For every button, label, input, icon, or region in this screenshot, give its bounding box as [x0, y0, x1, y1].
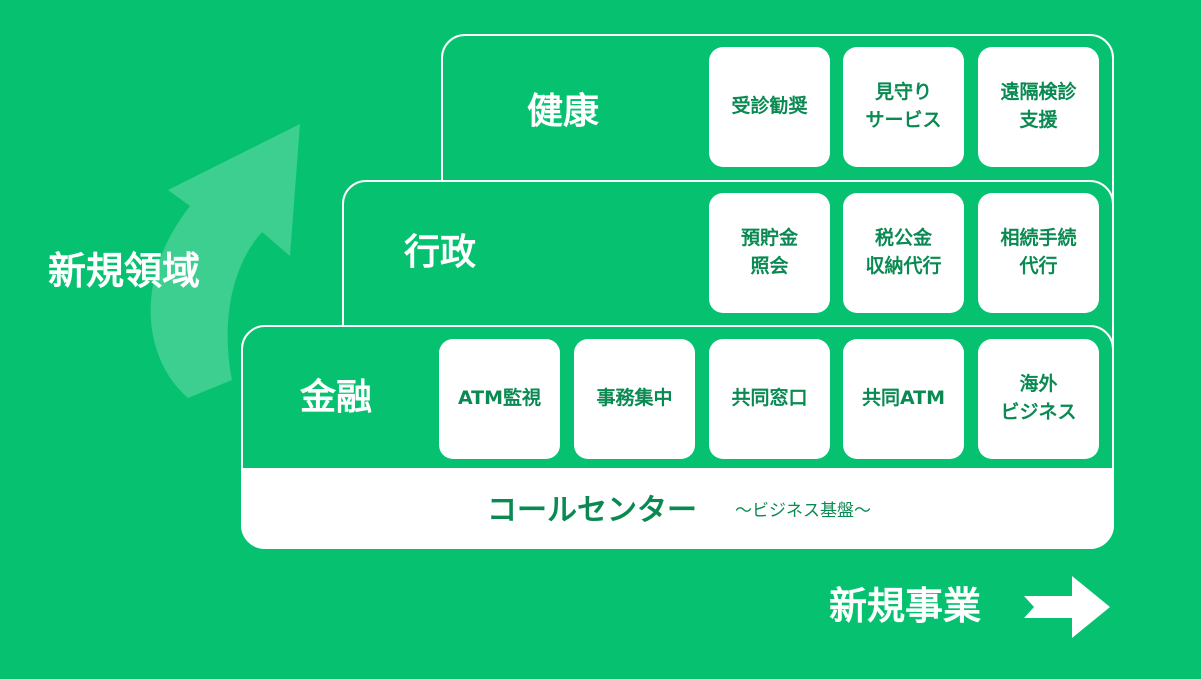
- card-finance-1: ATM監視: [439, 339, 560, 459]
- card-government-2: 税公金 収納代行: [843, 193, 964, 313]
- card-health-2: 見守り サービス: [843, 47, 964, 167]
- new-business-label: 新規事業: [829, 584, 982, 628]
- card-finance-2: 事務集中: [574, 339, 695, 459]
- business-foundation-label: 〜ビジネス基盤〜: [735, 501, 871, 521]
- new-domain-label: 新規領域: [48, 249, 201, 293]
- card-health-1: 受診勧奨: [709, 47, 830, 167]
- card-finance-4: 共同ATM: [843, 339, 964, 459]
- card-finance-5: 海外 ビジネス: [978, 339, 1099, 459]
- government-title: 行政: [404, 232, 477, 273]
- card-health-3: 遠隔検診 支援: [978, 47, 1099, 167]
- card-finance-3: 共同窓口: [709, 339, 830, 459]
- right-arrow-icon: [1024, 576, 1110, 638]
- call-center-base: [241, 468, 1114, 549]
- curved-arrow-up-icon: [150, 124, 300, 398]
- card-government-1: 預貯金 照会: [709, 193, 830, 313]
- finance-title: 金融: [300, 377, 373, 418]
- call-center-label: コールセンター: [487, 493, 697, 528]
- card-government-3: 相続手続 代行: [978, 193, 1099, 313]
- health-title: 健康: [527, 91, 600, 132]
